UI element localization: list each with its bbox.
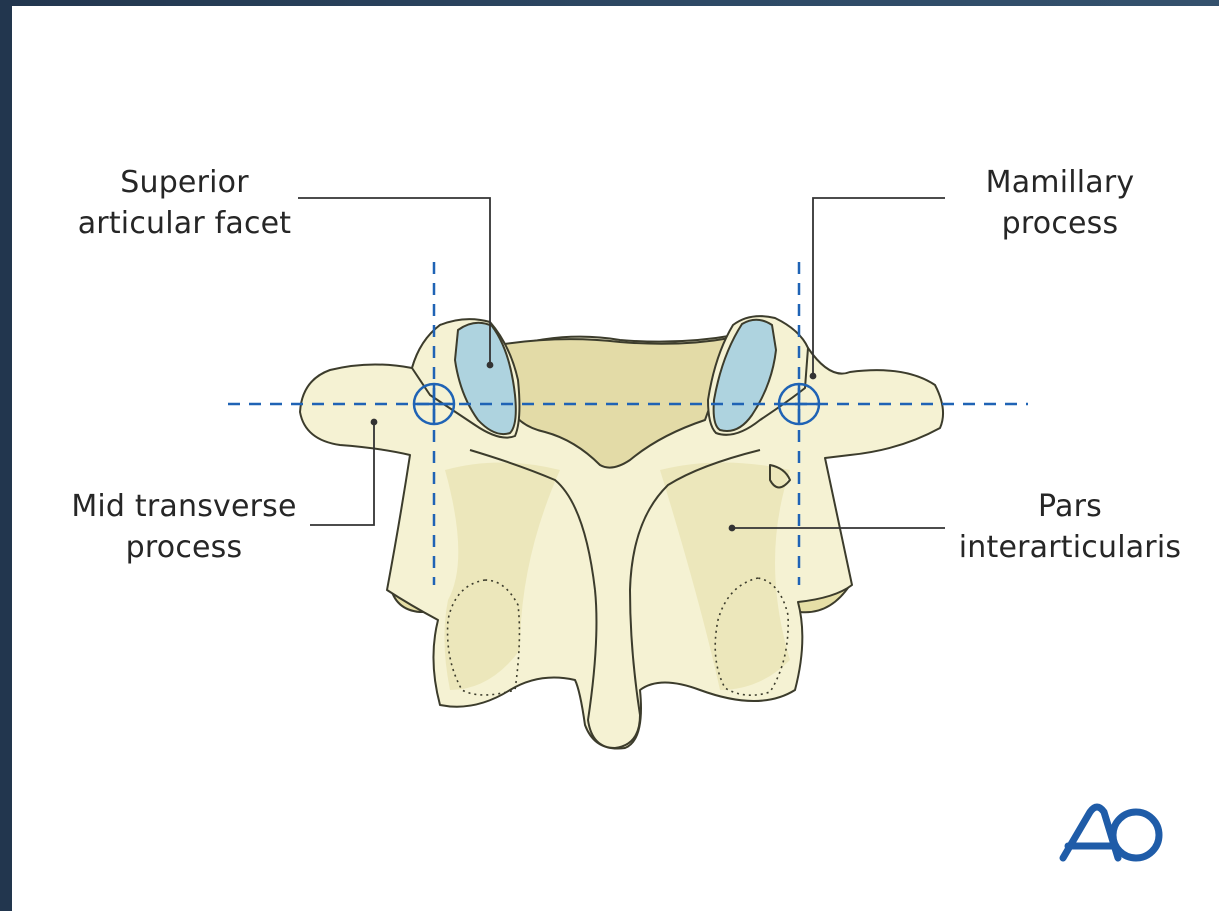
vertebra-illustration [300, 316, 943, 748]
ao-logo [1063, 807, 1159, 858]
label-pars-interarticularis: Pars interarticularis [950, 486, 1190, 568]
label-superior-articular-facet: Superior articular facet [72, 162, 297, 244]
leader-mamillary-process [813, 198, 945, 376]
label-mamillary-process: Mamillary process [960, 162, 1160, 244]
label-mid-transverse-process: Mid transverse process [60, 486, 308, 568]
